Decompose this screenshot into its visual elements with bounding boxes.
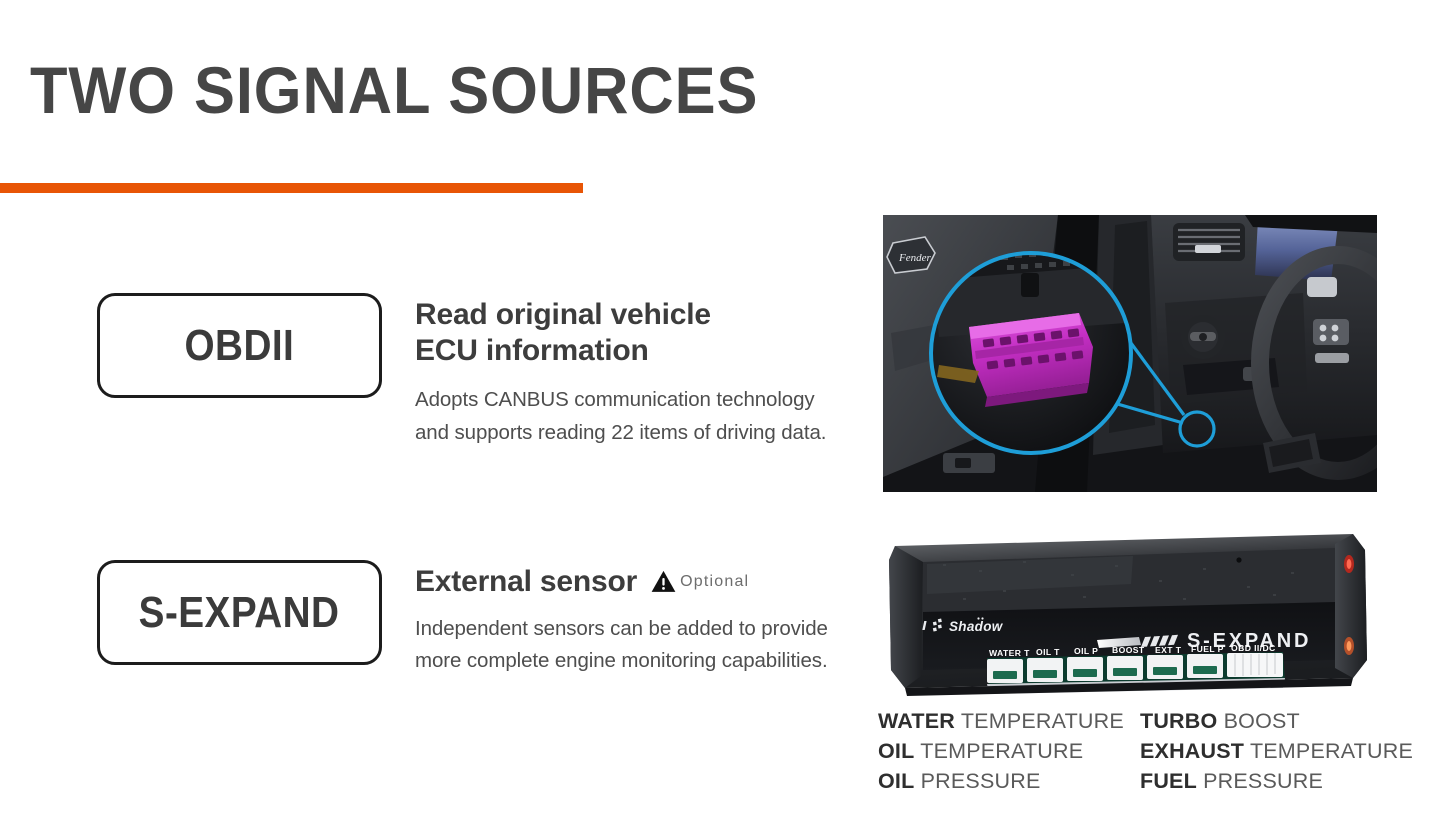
feature-heading-sexpand: External sensor Optional bbox=[415, 564, 835, 600]
svg-text:BOOST: BOOST bbox=[1112, 645, 1145, 655]
car-interior-illustration: Fender bbox=[883, 215, 1377, 492]
svg-text:Shadow: Shadow bbox=[949, 619, 1004, 634]
tag-box-obdii[interactable]: OBDII bbox=[97, 293, 382, 398]
optional-badge: Optional bbox=[651, 570, 749, 593]
list-item: OIL TEMPERATURE bbox=[878, 739, 1084, 763]
title-accent-rule bbox=[0, 183, 583, 193]
feature-heading-line1: External sensor bbox=[415, 565, 638, 598]
tag-label-sexpand: S-EXPAND bbox=[139, 587, 340, 637]
device-port-strip: WATER T OIL T OIL P BOOST EXT T FUEL P O… bbox=[987, 643, 1285, 686]
feature-text-sexpand: External sensor Optional Independent sen… bbox=[415, 560, 835, 678]
tag-box-sexpand[interactable]: S-EXPAND bbox=[97, 560, 382, 665]
sexpand-device-illustration: Shadow S-EXPAND bbox=[883, 528, 1377, 703]
svg-text:WATER T: WATER T bbox=[989, 648, 1030, 658]
svg-text:OBD II/DC: OBD II/DC bbox=[1231, 643, 1276, 653]
feature-body-obdii: Adopts CANBUS communication technology a… bbox=[415, 388, 827, 445]
svg-text:EXT T: EXT T bbox=[1155, 645, 1182, 655]
list-item: TURBO BOOST bbox=[1140, 709, 1300, 733]
device-model-mark: S-EXPAND bbox=[1097, 630, 1311, 652]
warning-triangle-icon bbox=[651, 571, 676, 593]
sensor-capability-list: WATER TEMPERATURE TURBO BOOST OIL TEMPER… bbox=[878, 709, 1423, 794]
svg-text:Fender: Fender bbox=[898, 252, 931, 264]
feature-row-sexpand: S-EXPAND External sensor Optional Indepe… bbox=[0, 560, 870, 678]
list-item: OIL PRESSURE bbox=[878, 769, 1041, 793]
device-photo: Shadow S-EXPAND bbox=[883, 528, 1377, 703]
svg-text:OIL T: OIL T bbox=[1036, 647, 1060, 657]
list-item: FUEL PRESSURE bbox=[1140, 769, 1324, 793]
svg-text:FUEL P: FUEL P bbox=[1191, 644, 1224, 654]
feature-body-sexpand: Independent sensors can be added to prov… bbox=[415, 616, 828, 673]
car-interior-photo: Fender bbox=[883, 215, 1377, 492]
feature-heading-line2: ECU information bbox=[415, 333, 649, 367]
device-brand-logo: Shadow bbox=[922, 617, 1003, 634]
feature-heading-line1: Read original vehicle bbox=[415, 298, 711, 331]
feature-text-obdii: Read original vehicle ECU information Ad… bbox=[415, 293, 835, 450]
list-item: WATER TEMPERATURE bbox=[878, 709, 1124, 733]
svg-text:S-EXPAND: S-EXPAND bbox=[1187, 630, 1311, 652]
feature-heading-obdii: Read original vehicle ECU information bbox=[415, 297, 835, 368]
page-title: TWO SIGNAL SOURCES bbox=[30, 53, 759, 127]
list-item: EXHAUST TEMPERATURE bbox=[1140, 739, 1413, 763]
media-column: Fender bbox=[878, 215, 1413, 793]
features-column: OBDII Read original vehicle ECU informat… bbox=[0, 215, 870, 815]
optional-label: Optional bbox=[680, 573, 750, 591]
feature-row-obdii: OBDII Read original vehicle ECU informat… bbox=[0, 293, 870, 450]
svg-text:OIL P: OIL P bbox=[1074, 646, 1098, 656]
tag-label-obdii: OBDII bbox=[184, 320, 295, 370]
